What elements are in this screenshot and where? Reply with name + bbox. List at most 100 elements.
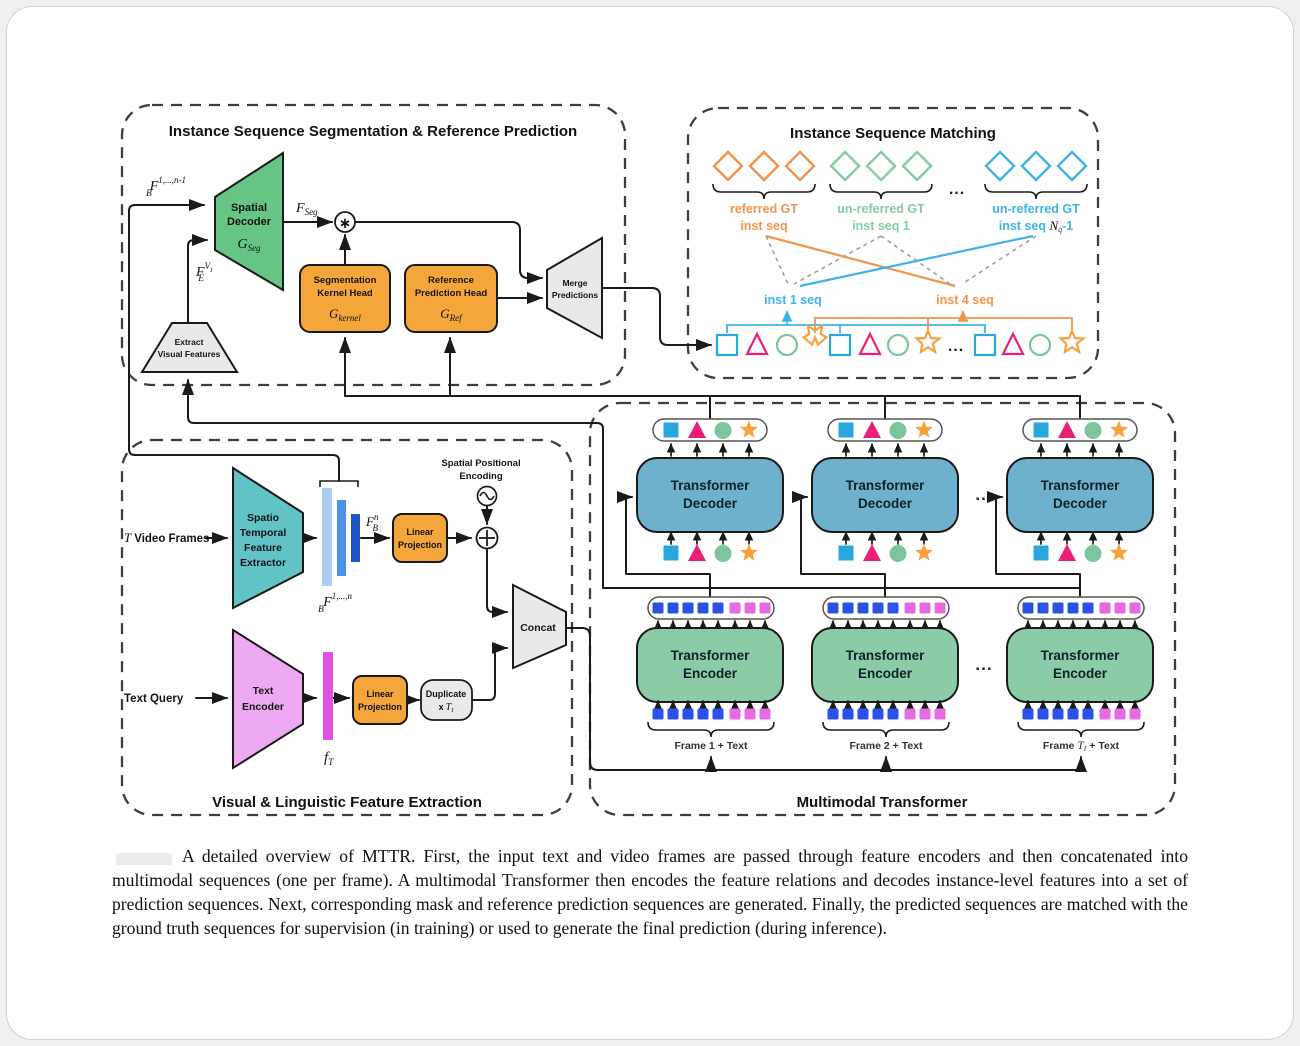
plus-icon [475,526,499,550]
svg-text:inst seq: inst seq [740,219,787,233]
spatio-temporal-extractor-node: Spatio Temporal Feature Extractor [232,466,304,610]
video-feature-bars [322,488,360,586]
positional-encoding-icon [476,485,498,507]
svg-text:Visual Features: Visual Features [158,349,221,359]
referred-gt-diamonds [712,150,816,200]
inst-4-seq-label: inst 4 seq [936,293,994,307]
svg-text:Encoder: Encoder [858,666,913,681]
diamond-icon [712,150,744,182]
svg-text:Kernel Head: Kernel Head [317,288,373,299]
gt-groups-ellipsis: ... [949,181,965,198]
conv-icon: ∗ [334,211,356,233]
prediction-pill-2 [827,418,943,442]
svg-text:inst seq 1: inst seq 1 [852,219,910,233]
svg-text:Encoder: Encoder [1053,666,1108,681]
linear-projection-video-node: Linear Projection [392,513,448,563]
svg-text:Decoder: Decoder [227,216,272,228]
sequence-pill-2 [822,596,950,620]
unreferred-gt-1-label: un-referred GT [837,202,925,216]
svg-text:Extract: Extract [175,337,204,347]
svg-text:Projection: Projection [358,702,402,712]
transformer-encoder-2 [811,627,959,703]
diamond-icon [984,150,1016,182]
diamond-icon [748,150,780,182]
svg-text:Linear: Linear [366,689,394,699]
segmentation-kernel-head-node: Segmentation Kernel Head Gkernel [299,264,391,333]
transformer-encoder-1 [636,627,784,703]
unreferred-gt-n-label: un-referred GT [992,202,1080,216]
svg-text:Merge: Merge [562,278,587,288]
concat-node: Concat [512,583,567,670]
diamond-icon [784,150,816,182]
text-encoder-node: Text Encoder [232,628,304,770]
svg-text:Transformer: Transformer [671,648,751,663]
svg-text:Prediction Head: Prediction Head [415,288,488,299]
transformer-decoder-2 [811,457,959,533]
transformer-decoder-3 [1006,457,1154,533]
mmt-column-2: Transformer Decoder Transformer Encoder … [811,418,959,752]
unreferred-gt-diamonds-1 [829,150,933,200]
inst1-gather-bracket [726,310,986,333]
svg-text:Transformer: Transformer [846,648,926,663]
svg-text:Duplicate: Duplicate [426,689,467,699]
svg-text:Text: Text [253,685,274,697]
decoder-ellipsis: ... [975,485,992,504]
svg-text:Decoder: Decoder [683,496,738,511]
seg-ref-box [120,103,627,387]
svg-text:Linear: Linear [406,527,434,537]
extract-visual-features-node: Extract Visual Features [140,322,239,373]
unreferred-gt-diamonds-n [984,150,1088,200]
predicted-sequence-row [715,323,1087,357]
referred-gt-label: referred GT [730,202,798,216]
feature-extraction-box [120,438,574,817]
matching-title: Instance Sequence Matching [790,125,996,142]
query-shapes-1 [663,543,759,562]
seg-ref-title: Instance Sequence Segmentation & Referen… [169,123,577,140]
inst-1-seq-label: inst 1 seq [764,293,822,307]
g-seg-label: GSeg [237,237,261,253]
frame-2-label: Frame 2 + Text [849,740,923,752]
text-query-label: Text Query [124,693,184,705]
faded-figure-label [116,853,172,865]
inst4-gather-bracket [814,310,1073,333]
spatial-positional-encoding-label: Spatial Positional [441,458,520,469]
transformer-encoder-3 [1006,627,1154,703]
mmt-column-1: Transformer Decoder Transformer Encoder … [636,418,784,752]
svg-text:Reference: Reference [428,275,474,286]
svg-text:Transformer: Transformer [671,478,751,493]
mmt-title: Multimodal Transformer [797,794,968,811]
diamond-icon [865,150,897,182]
sequence-pill-1 [647,596,775,620]
text-feature-bar [323,652,333,740]
frame-1-label: Frame 1 + Text [674,740,748,752]
prediction-pill-1 [652,418,768,442]
svg-text:Projection: Projection [398,540,442,550]
svg-text:Encoding: Encoding [459,471,502,482]
f-t-label: fT [324,750,334,768]
feature-title: Visual & Linguistic Feature Extraction [212,794,482,811]
svg-text:Transformer: Transformer [846,478,926,493]
merge-predictions-node: Merge Predictions [546,236,603,340]
diamond-icon [901,150,933,182]
mmt-column-3: Transformer Decoder Transformer Encoder … [1006,418,1154,753]
svg-text:Decoder: Decoder [858,496,913,511]
transformer-decoder-1 [636,457,784,533]
svg-text:Transformer: Transformer [1041,648,1121,663]
sequence-pill-3 [1017,596,1145,620]
figure-caption: A detailed overview of MTTR. First, the … [112,846,1188,938]
multimodal-transformer-box [588,401,1177,817]
query-shapes-3 [1033,543,1129,562]
svg-text:Spatio: Spatio [247,512,279,524]
encoder-ellipsis: ... [975,655,992,674]
svg-text:inst seq Nq-1: inst seq Nq-1 [999,218,1074,234]
linear-projection-text-node: Linear Projection [352,675,408,725]
svg-text:Predictions: Predictions [552,290,599,300]
svg-text:Transformer: Transformer [1041,478,1121,493]
svg-text:Extractor: Extractor [240,557,286,569]
matching-box [686,106,1100,380]
